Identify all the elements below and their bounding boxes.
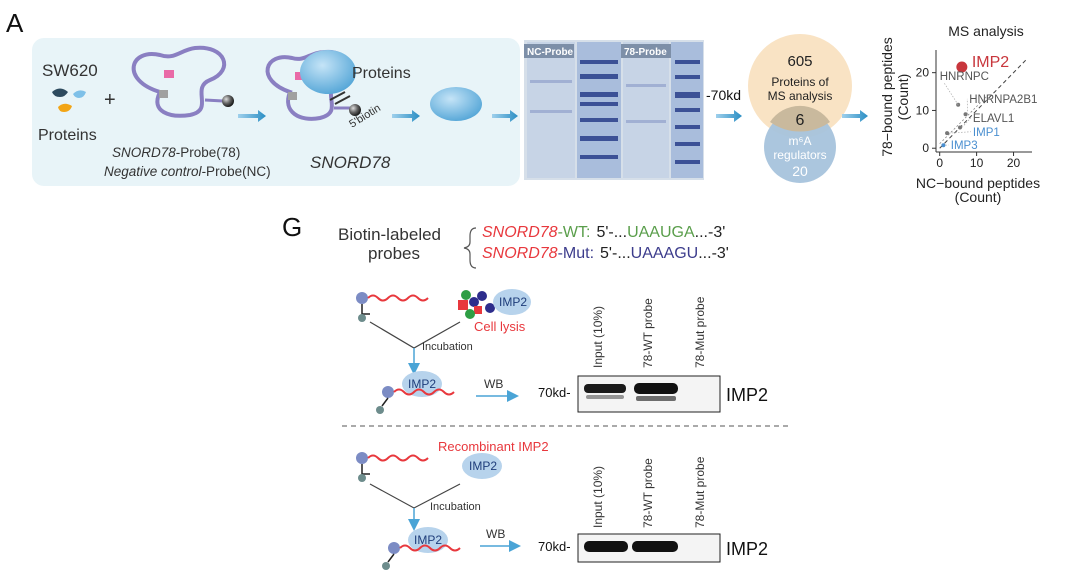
point-label-hnrnpa2b1: HNRNPA2B1 (969, 94, 1037, 106)
x-axis-unit: (Count) (955, 189, 1002, 205)
arrow-1 (238, 110, 266, 122)
venn-bottom-count: 20 (792, 163, 808, 179)
point-label-imp1: IMP1 (973, 127, 1000, 139)
cell-line-label: SW620 (42, 61, 98, 80)
arrow-5 (842, 110, 868, 122)
cell-lysate-icon (458, 289, 531, 319)
blot-marker-top: 70kd- (538, 385, 571, 400)
point-label-imp2: IMP2 (972, 54, 1009, 71)
point-elavl1 (958, 125, 962, 130)
venn-top-count: 605 (787, 53, 812, 70)
point-imp2 (956, 61, 968, 73)
point-label-hnrnpc: HNRNPC (940, 71, 989, 83)
gel-label-78: 78-Probe (624, 47, 667, 58)
recombinant-imp2-icon (462, 453, 502, 479)
x-tick-label: 10 (970, 156, 984, 170)
blot-protein-bottom: IMP2 (726, 539, 768, 559)
panel-a-label: A (6, 8, 24, 38)
probe-icon (131, 45, 234, 118)
wb-label-bottom: WB (486, 527, 505, 541)
x-axis-label: NC−bound peptides (916, 175, 1040, 191)
point-imp3 (941, 143, 946, 148)
blot-protein-top: IMP2 (726, 385, 768, 405)
y-axis-unit: (Count) (895, 74, 911, 121)
arrow-4 (716, 110, 742, 122)
x-tick-label: 20 (1007, 156, 1021, 170)
released-protein-icon (430, 87, 482, 121)
venn-diagram (748, 34, 852, 183)
bound-probe-icon (265, 49, 361, 121)
wb-label-top: WB (484, 377, 503, 391)
snord78-label: SNORD78 (310, 153, 391, 172)
probe-78-label: SNORD78-Probe(78) (112, 145, 240, 160)
point-label-elavl1: ELAVL1 (973, 113, 1014, 125)
y-tick-label: 10 (916, 103, 930, 117)
panel-g-label: G (282, 212, 302, 242)
proteins-label: Proteins (38, 127, 97, 144)
venn-top-text-1: Proteins of (771, 75, 829, 89)
arrow-3 (492, 110, 518, 122)
western-blot-bottom (577, 533, 721, 563)
protein-mix-icon (52, 88, 86, 112)
wt-probe-sequence: SNORD78-WT:5'-...UAAUGA...-3' (482, 224, 725, 241)
recombinant-label: Recombinant IMP2 (438, 439, 549, 454)
probes-label-line-1: Biotin-labeled (338, 225, 441, 244)
incubation-label-bottom: Incubation (430, 501, 481, 513)
probe-rna-icon-bottom (356, 452, 429, 482)
leader-line-elavl1 (961, 117, 972, 128)
lane-label-input: Input (10%) (591, 306, 605, 368)
imp2-protein-label-top: IMP2 (499, 295, 527, 309)
lane-label-wt: 78-WT probe (641, 298, 655, 368)
lane-label-mut: 78-Mut probe (693, 296, 707, 368)
probe-nc-label: Negative control-Probe(NC) (104, 164, 271, 179)
imp2-protein-label-complex-top: IMP2 (408, 377, 436, 391)
probes-label-line-2: probes (368, 244, 420, 263)
diagonal-reference-line-2 (939, 95, 988, 144)
lane-label-input-2: Input (10%) (591, 466, 605, 528)
chart-title: MS analysis (948, 23, 1023, 39)
imp2-protein-label-complex-bottom: IMP2 (414, 533, 442, 547)
point-hnrnpa2b1 (963, 112, 968, 117)
plus-sign: + (104, 89, 116, 111)
bound-complex-icon-top (376, 371, 455, 414)
proteins-bound-label: Proteins (352, 65, 411, 82)
imp2-protein-label-bottom: IMP2 (469, 459, 497, 473)
point-label-imp3: IMP3 (951, 140, 978, 152)
arrow-2 (392, 110, 420, 122)
leader-line-hnrnpc (943, 82, 959, 105)
cell-lysis-label: Cell lysis (474, 319, 526, 334)
venn-top-text-2: MS analysis (768, 89, 833, 103)
bound-complex-icon-bottom (382, 527, 461, 570)
western-blot-top (577, 375, 721, 413)
blot-marker-bottom: 70kd- (538, 539, 571, 554)
y-axis-label: 78−bound peptides (879, 37, 895, 157)
workflow-background (32, 38, 520, 186)
lane-label-mut-2: 78-Mut probe (693, 456, 707, 528)
y-tick-label: 20 (916, 66, 930, 80)
y-tick-label: 0 (922, 141, 929, 155)
x-tick-label: 0 (936, 156, 943, 170)
venn-overlap-count: 6 (796, 112, 805, 129)
lane-label-wt-2: 78-WT probe (641, 458, 655, 528)
coomassie-gel (524, 40, 704, 180)
point-imp1 (945, 131, 950, 136)
leader-line-imp1 (949, 131, 971, 134)
probes-brace (463, 227, 477, 269)
venn-bottom-text-2: regulators (773, 148, 826, 162)
incubation-label-top: Incubation (422, 341, 473, 353)
probe-rna-icon-top (356, 292, 429, 322)
gel-marker-70kd: -70kd (706, 87, 741, 103)
mut-probe-sequence: SNORD78-Mut:5'-...UAAAGU...-3' (482, 245, 729, 262)
gel-label-nc: NC-Probe (527, 47, 574, 58)
venn-bottom-text-1: m⁶A (789, 134, 812, 148)
